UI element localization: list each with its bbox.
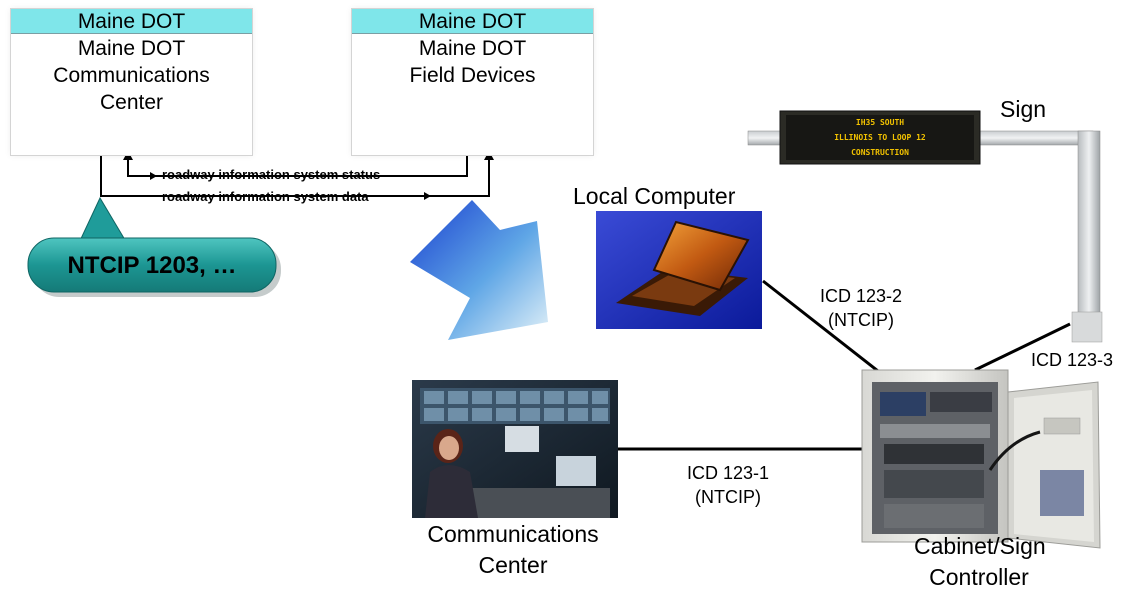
icd-1-label: ICD 123-1 (NTCIP) — [668, 461, 788, 509]
icd-2-line — [762, 279, 893, 384]
icd-2-name: ICD 123-2 — [819, 286, 903, 306]
icd-3-line — [974, 322, 1071, 372]
communications-center-line: Center — [478, 552, 548, 578]
cabinet-line: Controller — [929, 564, 1029, 590]
flow-data-label: roadway information system data — [162, 189, 369, 204]
flow-status-line — [127, 155, 468, 177]
sign-pole — [1077, 130, 1101, 342]
communications-center-image — [412, 380, 618, 518]
flow-status-pointer — [150, 172, 157, 180]
cabinet-controller-image — [861, 369, 1101, 549]
sign-message: IH35 SOUTH ILLINOIS TO LOOP 12 CONSTRUCT… — [786, 115, 974, 160]
entity-communications-center: Maine DOT Maine DOT Communications Cente… — [10, 8, 253, 156]
ntcip-callout-text: NTCIP 1203, … — [67, 252, 237, 279]
communications-center-label: Communications Center — [413, 519, 613, 581]
flow-data-pointer — [424, 192, 431, 200]
entity-line: Maine DOT — [77, 37, 186, 60]
sign-assembly — [747, 110, 1103, 343]
icd-2-label: ICD 123-2 (NTCIP) — [801, 284, 921, 332]
entity-line: Center — [99, 91, 164, 114]
icd-1-protocol: (NTCIP) — [695, 487, 761, 507]
callout-body — [27, 237, 277, 293]
icd-2-protocol: (NTCIP) — [828, 310, 894, 330]
entity-line: Maine DOT — [418, 37, 527, 60]
entity-line: Communications — [53, 64, 210, 87]
local-computer-label: Local Computer — [573, 183, 736, 209]
sign-message-line: IH35 SOUTH — [855, 118, 905, 127]
big-flow-arrow — [410, 200, 548, 340]
communications-center-line: Communications — [427, 521, 599, 547]
flow-lines — [100, 155, 490, 197]
entity-body: Maine DOT Field Devices — [352, 34, 593, 89]
flow-data-line — [100, 155, 490, 197]
sign-pole-base — [1071, 311, 1103, 343]
cabinet-line: Cabinet/Sign — [914, 533, 1046, 559]
entity-header: Maine DOT — [11, 9, 252, 34]
sign-board-face — [786, 115, 974, 160]
sign-label: Sign — [1000, 96, 1047, 122]
icd-1-name: ICD 123-1 — [686, 463, 770, 483]
entity-header: Maine DOT — [352, 9, 593, 34]
icd-lines — [617, 279, 1071, 451]
sign-message-line: CONSTRUCTION — [851, 148, 909, 157]
entity-line: Field Devices — [409, 64, 536, 87]
entity-field-devices: Maine DOT Maine DOT Field Devices — [351, 8, 594, 156]
cabinet-label: Cabinet/Sign Controller — [914, 531, 1046, 593]
ntcip-callout — [27, 196, 281, 297]
flow-status-label: roadway information system status — [162, 167, 381, 182]
icd-3-label: ICD 123-3 — [1031, 350, 1114, 370]
sign-message-line: ILLINOIS TO LOOP 12 — [834, 133, 926, 142]
entity-body: Maine DOT Communications Center — [11, 34, 252, 116]
local-computer-image — [596, 211, 762, 329]
